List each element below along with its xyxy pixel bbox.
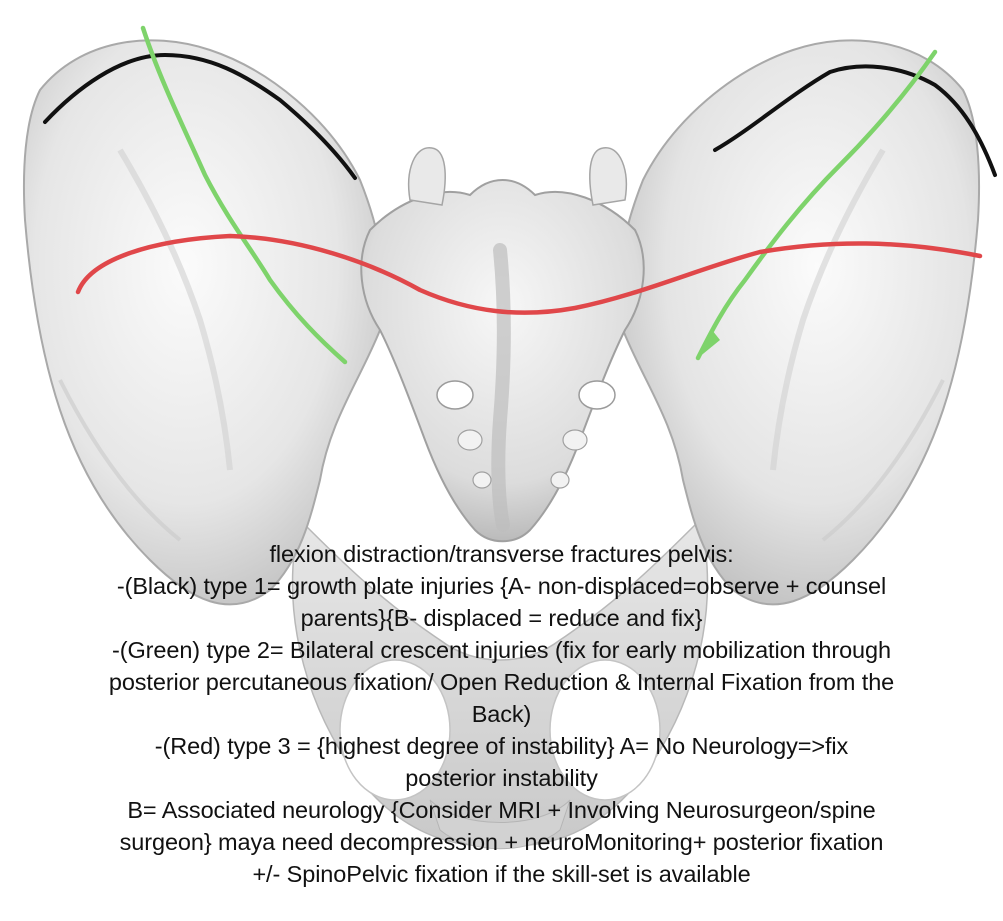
caption-line: -(Green) type 2= Bilateral crescent inju… (0, 634, 1003, 666)
caption-line: +/- SpinoPelvic fixation if the skill-se… (0, 858, 1003, 890)
caption-line: -(Black) type 1= growth plate injuries {… (0, 570, 1003, 602)
caption-line: posterior instability (0, 762, 1003, 794)
caption-line: Back) (0, 698, 1003, 730)
caption-line: -(Red) type 3 = {highest degree of insta… (0, 730, 1003, 762)
right-ilium (619, 40, 979, 604)
caption-line: parents}{B- displaced = reduce and fix} (0, 602, 1003, 634)
caption-line: surgeon} maya need decompression + neuro… (0, 826, 1003, 858)
left-ilium (24, 40, 384, 604)
caption-line: flexion distraction/transverse fractures… (0, 538, 1003, 570)
sacrum (361, 148, 643, 541)
caption-text: flexion distraction/transverse fractures… (0, 538, 1003, 890)
caption-line: B= Associated neurology {Consider MRI + … (0, 794, 1003, 826)
caption-line: posterior percutaneous fixation/ Open Re… (0, 666, 1003, 698)
